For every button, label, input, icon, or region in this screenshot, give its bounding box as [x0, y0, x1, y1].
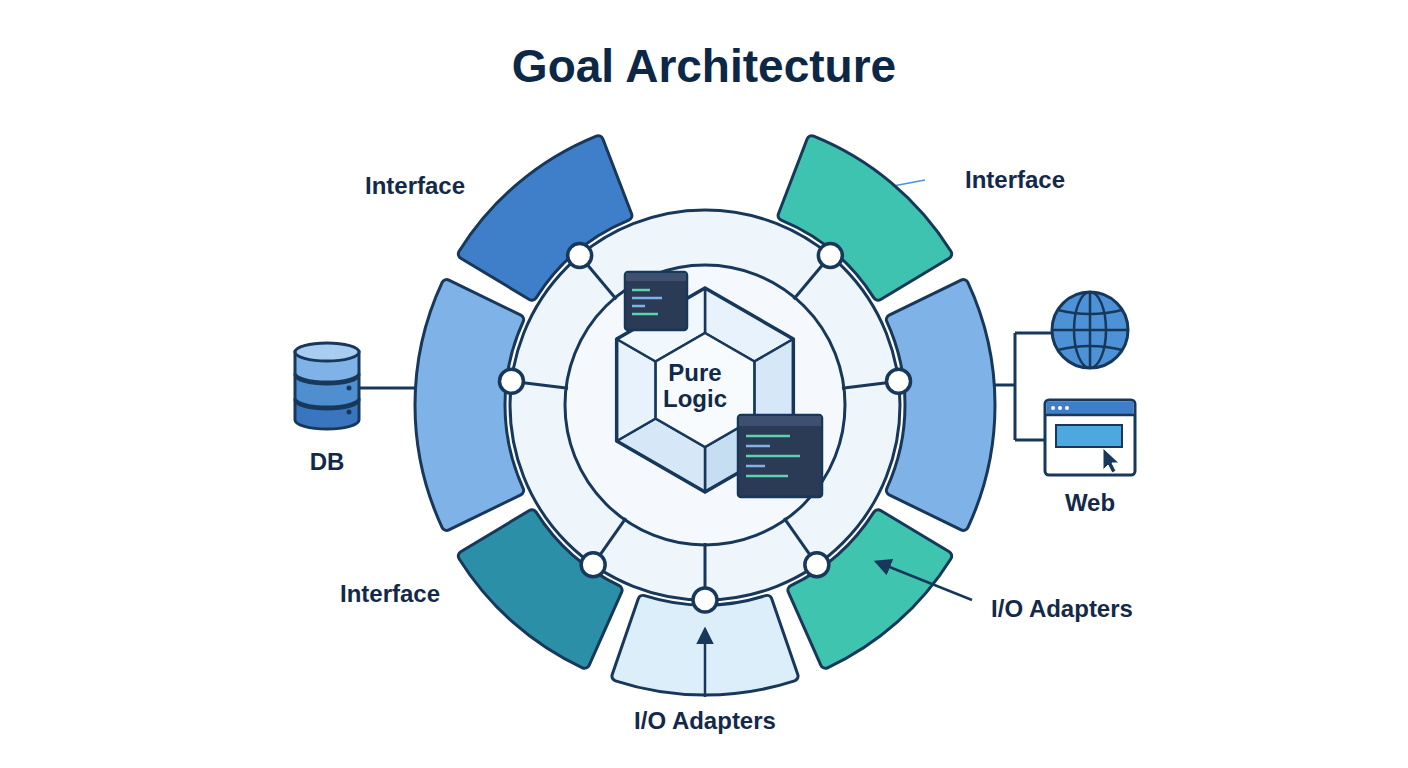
- web-wire: [1014, 333, 1017, 440]
- callout-label: I/O Adapters: [991, 595, 1133, 623]
- globe-parallel: [1052, 329, 1128, 332]
- ring-guide: [413, 113, 997, 697]
- port-spoke: [784, 518, 810, 555]
- hexagon-border: [617, 288, 794, 492]
- node-label: Pure Logic: [653, 360, 737, 413]
- browser-dot: [1051, 406, 1055, 410]
- globe-body: [1052, 292, 1128, 368]
- database-icon: [295, 343, 420, 429]
- browser-panel: [1056, 425, 1122, 447]
- port-spoke: [842, 383, 887, 388]
- port-spoke: [523, 383, 568, 388]
- core-circle: [565, 265, 845, 545]
- globe-icon: [1052, 292, 1128, 368]
- segment-label: Interface: [965, 166, 1065, 194]
- core-hexagon: Pure Logic: [600, 285, 810, 495]
- browser-bar: [1047, 402, 1134, 415]
- port-circle: [693, 588, 717, 612]
- interface-segment: [415, 280, 524, 531]
- web-wire: [1015, 439, 1045, 442]
- port-spoke: [600, 518, 626, 555]
- code-line: [632, 297, 662, 300]
- port-circle: [499, 369, 523, 393]
- db-dot: [347, 386, 352, 391]
- interface-segment: [886, 280, 995, 531]
- diagram-title: Goal Architecture: [512, 39, 896, 93]
- port-circle: [581, 553, 605, 577]
- code-line: [632, 289, 650, 292]
- segment-label: Interface: [365, 172, 465, 200]
- port-circle: [887, 369, 911, 393]
- callout-label: I/O Adapters: [634, 707, 776, 735]
- browser-bar-line: [1045, 414, 1135, 417]
- segment-label: Interface: [340, 580, 440, 608]
- callout-arrow: [704, 630, 707, 697]
- code-line: [632, 305, 645, 308]
- web-wire: [1015, 332, 1052, 335]
- adapter-band: [510, 210, 900, 600]
- port-spoke: [704, 543, 707, 588]
- ring-group: [413, 113, 997, 697]
- port-circle: [818, 244, 842, 268]
- db-disc: [295, 343, 359, 361]
- browser-icon: [1045, 400, 1135, 475]
- code-window-bar: [626, 273, 686, 281]
- code-line: [632, 313, 658, 316]
- browser-dot: [1058, 406, 1062, 410]
- browser-frame: [1045, 400, 1135, 475]
- db-dot: [347, 410, 352, 415]
- browser-dot: [1065, 406, 1069, 410]
- icon-label: DB: [310, 448, 345, 476]
- web-wire: [993, 384, 1015, 387]
- web-wires: [993, 333, 1052, 440]
- port-circle: [568, 244, 592, 268]
- icon-label: Web: [1065, 489, 1115, 517]
- cursor-icon: [1103, 448, 1119, 473]
- globe-parallel: [1058, 310, 1122, 350]
- callout-arrow: [877, 562, 972, 600]
- port-spoke: [794, 265, 823, 299]
- port-spoke: [587, 265, 616, 299]
- db-wire: [360, 387, 420, 390]
- code-line: [746, 475, 788, 478]
- port-circle: [805, 553, 829, 577]
